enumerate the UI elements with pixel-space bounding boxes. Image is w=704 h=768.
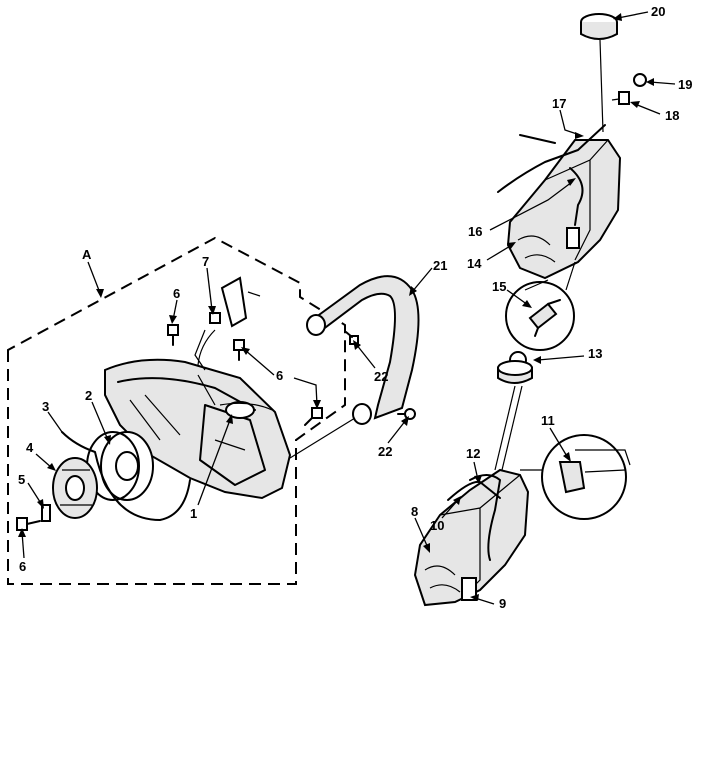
callout-21: 21 xyxy=(433,258,447,273)
callout-22-top: 22 xyxy=(374,369,388,384)
assembly-a-boundary xyxy=(7,236,346,585)
callout-7: 7 xyxy=(202,254,209,269)
callout-19: 19 xyxy=(678,77,692,92)
callout-5: 5 xyxy=(18,472,25,487)
clutch-assembly xyxy=(52,457,98,519)
detail-circle-15 xyxy=(505,261,576,351)
callout-group-a: A xyxy=(82,247,92,262)
clutch-drum xyxy=(86,431,154,501)
callout-20: 20 xyxy=(651,4,665,19)
callout-1: 1 xyxy=(190,506,197,521)
callout-2: 2 xyxy=(85,388,92,403)
oil-tank xyxy=(413,468,530,607)
fuel-filter-line xyxy=(569,167,584,226)
callout-10: 10 xyxy=(430,518,444,533)
washer xyxy=(41,504,51,522)
bolt-6-b xyxy=(167,324,179,346)
fuel-tank xyxy=(506,139,622,280)
handle-bar xyxy=(289,275,420,459)
vent-valve xyxy=(611,91,630,105)
chain-brake-housing xyxy=(104,358,292,500)
callout-6-top: 6 xyxy=(173,286,180,301)
leader-lines xyxy=(18,11,676,605)
callout-17: 17 xyxy=(552,96,566,111)
callout-22-bottom: 22 xyxy=(378,444,392,459)
callout-18: 18 xyxy=(665,108,679,123)
callout-14: 14 xyxy=(467,256,482,271)
callout-8: 8 xyxy=(411,504,418,519)
callout-11: 11 xyxy=(541,413,555,428)
callout-16: 16 xyxy=(468,224,482,239)
callout-13: 13 xyxy=(588,346,602,361)
vent-plug xyxy=(633,73,647,87)
callout-15: 15 xyxy=(492,279,506,294)
callout-6-right: 6 xyxy=(276,368,283,383)
oil-hose-10 xyxy=(447,480,501,501)
brake-cable xyxy=(197,329,273,411)
bracket-7 xyxy=(194,276,261,371)
fuel-cap xyxy=(580,13,618,133)
callout-6-bottom: 6 xyxy=(19,559,26,574)
callout-9: 9 xyxy=(499,596,506,611)
oil-cap xyxy=(494,351,533,471)
bolt-6-a xyxy=(16,517,41,531)
fuel-line xyxy=(497,124,606,193)
detail-circle-11 xyxy=(520,434,631,520)
callout-3: 3 xyxy=(42,399,49,414)
handle-bolt-22-b xyxy=(397,408,416,420)
callout-12: 12 xyxy=(466,446,480,461)
oil-hose xyxy=(61,431,191,521)
bolt-6-c xyxy=(233,339,245,361)
callout-4: 4 xyxy=(26,440,34,455)
